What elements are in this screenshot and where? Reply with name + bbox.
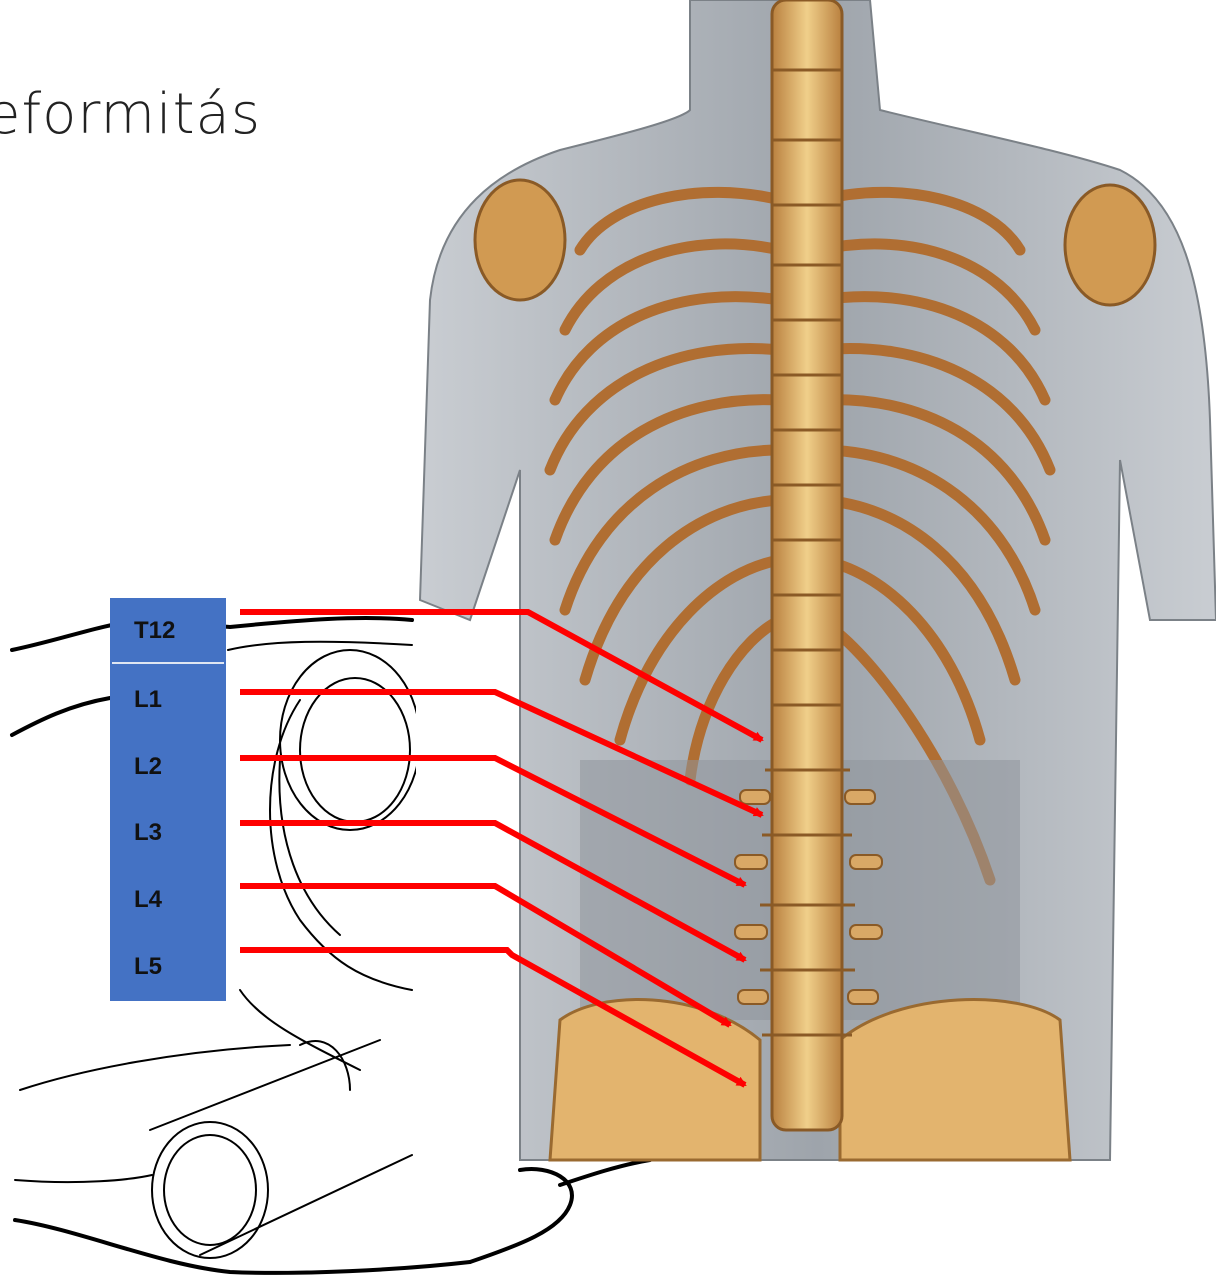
label-l5: L5: [134, 953, 162, 981]
label-l1: L1: [134, 686, 162, 714]
vertebra-label-box: T12 L1 L2 L3 L4 L5: [110, 598, 226, 1001]
label-separator: [112, 662, 224, 664]
label-t12: T12: [134, 617, 175, 645]
label-l2: L2: [134, 753, 162, 781]
spine-ribcage-illustration: [416, 0, 1216, 1160]
label-l4: L4: [134, 886, 162, 914]
label-l3: L3: [134, 819, 162, 847]
